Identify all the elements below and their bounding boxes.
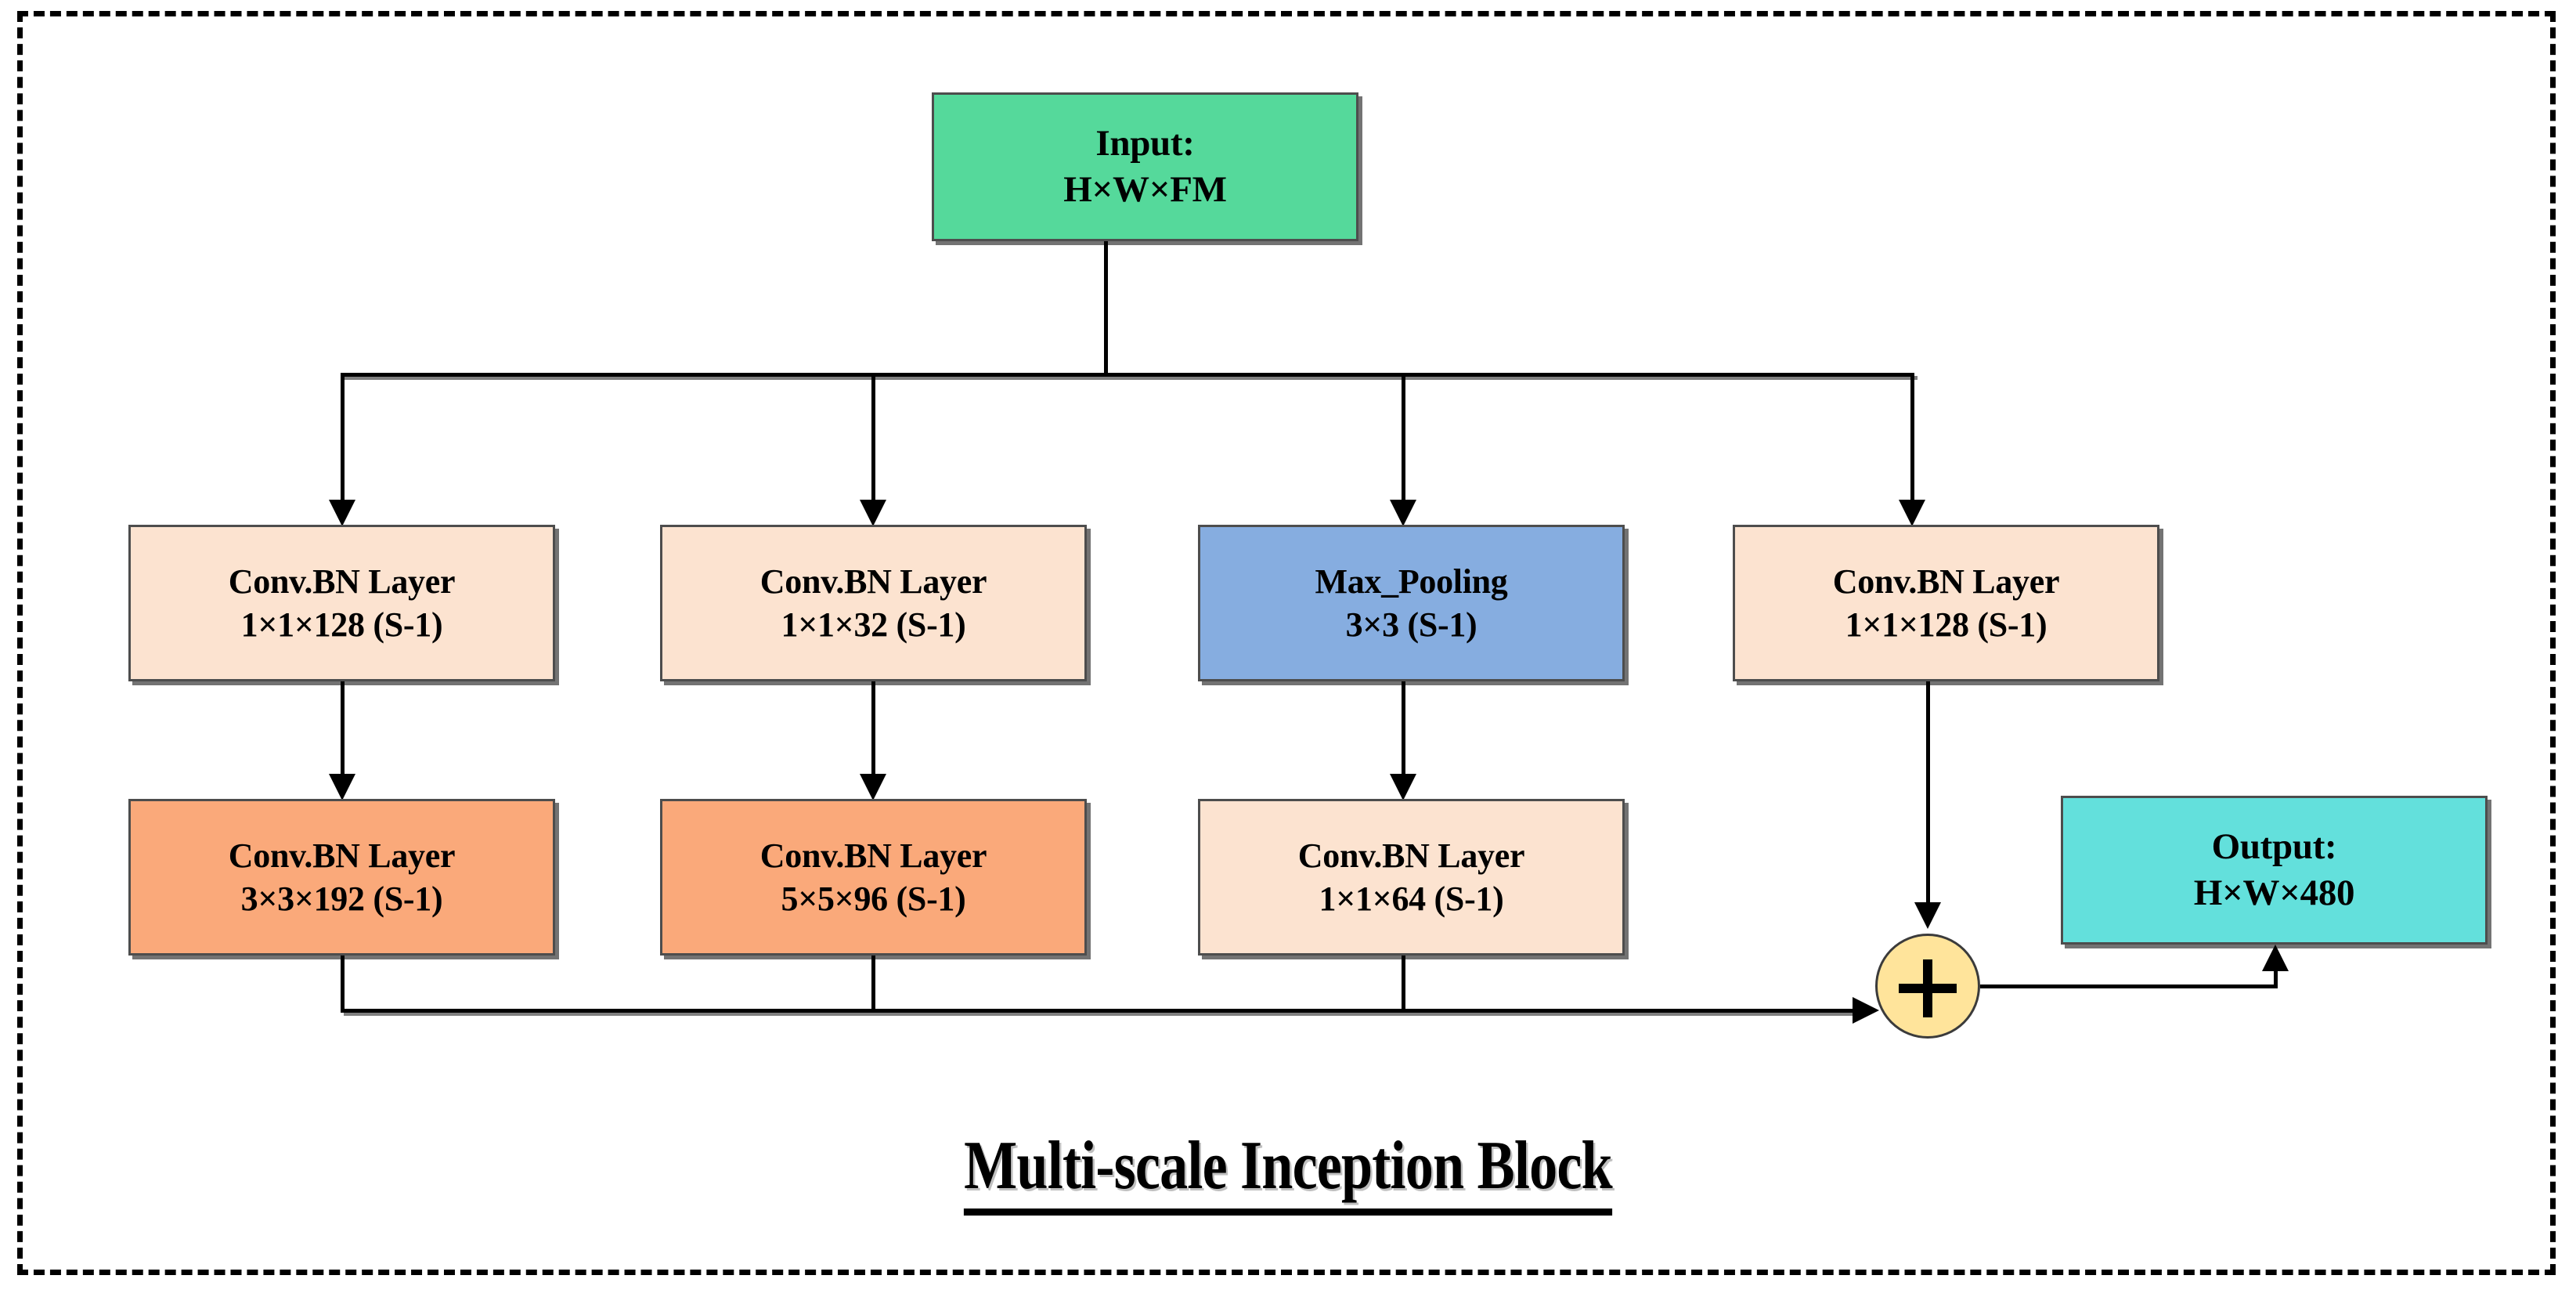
branch-2-row2-arrow-icon	[860, 774, 886, 800]
branch-1-arrow-icon	[329, 500, 355, 526]
branch-2-row1-to-row2-line	[871, 681, 875, 779]
branch-4-arrow-icon	[1899, 500, 1925, 526]
branch-1-row-1-params: 1×1×128 (S-1)	[240, 605, 443, 644]
branch-3-row-2-params: 1×1×64 (S-1)	[1319, 879, 1504, 918]
branch-4-row-1-params: 1×1×128 (S-1)	[1845, 605, 2047, 644]
branch-3-arrow-icon	[1390, 500, 1416, 526]
sum-to-output-line	[1980, 984, 2278, 988]
branch-1-row1-to-row2-line	[341, 681, 345, 779]
output-arrow-icon	[2262, 945, 2289, 971]
branch-1-merge-drop-line	[341, 956, 345, 1012]
branch-1-row-2-node: Conv.BN Layer 3×3×192 (S-1)	[128, 799, 555, 956]
output-riser-line	[2274, 971, 2278, 988]
branch-2-arrow-icon	[860, 500, 886, 526]
branch-4-row-1-node: Conv.BN Layer 1×1×128 (S-1)	[1733, 525, 2159, 681]
merge-to-sum-arrow-icon	[1853, 997, 1879, 1024]
branch-1-row-1-node: Conv.BN Layer 1×1×128 (S-1)	[128, 525, 555, 681]
branch-2-merge-drop-line	[871, 956, 875, 1012]
branch-2-row-1-title: Conv.BN Layer	[759, 562, 987, 601]
branch-3-row1-to-row2-line	[1402, 681, 1405, 779]
branch-3-row2-arrow-icon	[1390, 774, 1416, 800]
branch-3-row-1-title: Max_Pooling	[1315, 562, 1508, 601]
branch-1-row2-arrow-icon	[329, 774, 355, 800]
branch-3-row-1-node: Max_Pooling 3×3 (S-1)	[1198, 525, 1625, 681]
branch-3-merge-drop-line	[1402, 956, 1405, 1012]
sum-node	[1875, 934, 1980, 1039]
branch-4-drop-line	[1910, 374, 1914, 501]
input-node-line1: Input:	[1095, 123, 1195, 164]
branch-2-row-2-title: Conv.BN Layer	[759, 836, 987, 875]
input-node-line2: H×W×FM	[1063, 168, 1227, 210]
branch-2-row-2-node: Conv.BN Layer 5×5×96 (S-1)	[660, 799, 1087, 956]
branch-2-row-1-params: 1×1×32 (S-1)	[781, 605, 966, 644]
branch-distribution-bar	[341, 373, 1914, 377]
branch-2-drop-line	[871, 374, 875, 501]
output-node: Output: H×W×480	[2061, 796, 2488, 945]
branch-4-row-1-title: Conv.BN Layer	[1832, 562, 2060, 601]
branch-4-sum-arrow-icon	[1914, 902, 1941, 929]
branch-1-row-2-title: Conv.BN Layer	[228, 836, 456, 875]
branch-2-row-1-node: Conv.BN Layer 1×1×32 (S-1)	[660, 525, 1087, 681]
output-node-line2: H×W×480	[2193, 872, 2355, 913]
branch-3-row-2-title: Conv.BN Layer	[1297, 836, 1525, 875]
plus-icon-vertical	[1923, 959, 1932, 1017]
dashed-boundary-frame	[17, 11, 2556, 1275]
branch-3-row-2-node: Conv.BN Layer 1×1×64 (S-1)	[1198, 799, 1625, 956]
output-node-line1: Output:	[2211, 826, 2337, 868]
input-node: Input: H×W×FM	[932, 92, 1358, 241]
diagram-title: Multi-scale Inception Block	[232, 1126, 2344, 1216]
branch-1-row-1-title: Conv.BN Layer	[228, 562, 456, 601]
branch-3-row-1-params: 3×3 (S-1)	[1345, 605, 1477, 644]
diagram-title-text: Multi-scale Inception Block	[964, 1128, 1613, 1216]
branch-1-drop-line	[341, 374, 345, 501]
branch-3-drop-line	[1402, 374, 1405, 501]
merge-collector-bar	[341, 1009, 1856, 1013]
branch-4-skip-line	[1926, 681, 1930, 909]
branch-1-row-2-params: 3×3×192 (S-1)	[240, 879, 443, 918]
branch-2-row-2-params: 5×5×96 (S-1)	[781, 879, 966, 918]
input-stem-line	[1104, 241, 1108, 376]
